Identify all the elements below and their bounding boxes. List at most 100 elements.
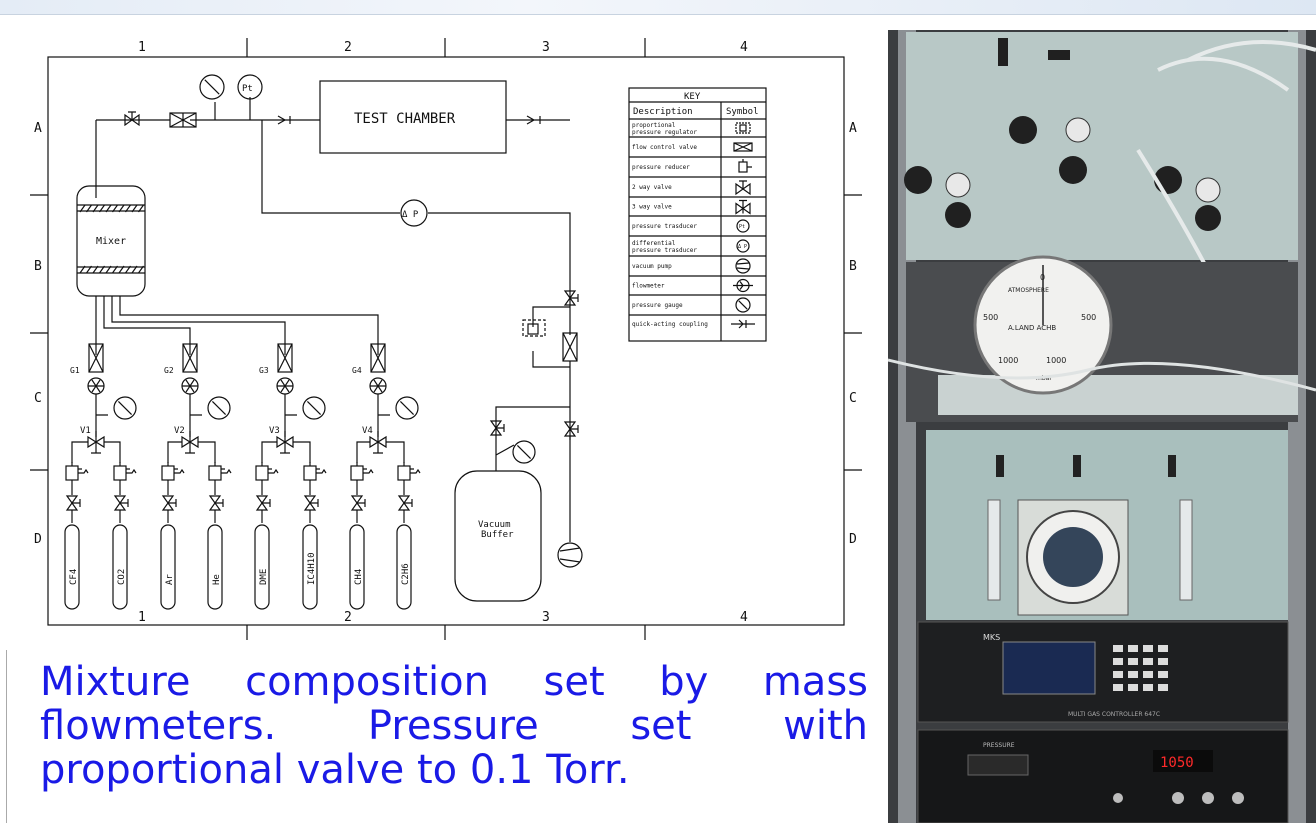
slide-top-bar (0, 0, 1316, 15)
manifold-line-3 (111, 296, 286, 355)
quick-coupling-icon (277, 115, 291, 125)
main-pressure-gauge-icon (199, 74, 225, 100)
mixer-hatch (125, 204, 131, 274)
row-label-right: B (849, 259, 857, 274)
test-chamber-outlet (506, 115, 570, 125)
key-pt-text: Pt (739, 224, 745, 230)
buffer-line (495, 435, 515, 471)
gas-bottle (349, 524, 365, 610)
key-reducer-stem (742, 159, 752, 168)
pressure-reducer-icon (208, 465, 222, 481)
row-label-right: D (849, 532, 857, 547)
column-label-bottom: 2 (344, 610, 352, 625)
bottle-label-he: He (212, 574, 222, 585)
column-label-bottom: 4 (740, 610, 748, 625)
gauge-label-2: G2 (164, 366, 174, 375)
key-regulator-inner (739, 124, 747, 132)
mks-controller (917, 621, 1289, 723)
gas-bottle (207, 524, 223, 610)
pressure-gauge-icon (735, 297, 751, 313)
valve-label-3: V3 (269, 426, 280, 436)
pressure-reducer-icon (255, 465, 269, 481)
flow-control-valve-icon (182, 343, 198, 373)
pressure-reducer-spring (71, 462, 89, 474)
flowmeter-mark (370, 379, 386, 393)
proportional-regulator-icon (522, 319, 546, 337)
test-chamber-box (319, 80, 507, 154)
bypass-line (261, 120, 571, 289)
regulator-panel (906, 32, 1298, 260)
pressure-readout-display: 1050 (1160, 755, 1194, 771)
flowmeter-mark (88, 379, 104, 393)
key-title: KEY (684, 92, 701, 102)
vacuum-pump-mark (559, 547, 581, 563)
bottle-label-c2h6: C2H6 (401, 563, 411, 585)
bottle-label-ch4: CH4 (354, 569, 364, 585)
gauge-needle (117, 400, 133, 416)
channel-pressure-gauge-icon (302, 396, 326, 420)
key-table-grid (629, 101, 766, 341)
differential-pressure-icon (400, 199, 428, 227)
test-chamber-label: TEST CHAMBER (354, 111, 456, 127)
gas-rack-photo: 0 ATMOSPHERE 500 500 A.LAND ACHB 1000 10… (888, 30, 1316, 823)
column-label-top: 4 (740, 40, 748, 55)
gauge-needle (516, 444, 532, 460)
valve-label-4: V4 (362, 426, 373, 436)
buffer-pressure-gauge-icon (512, 440, 536, 464)
pressure-reducer-icon (397, 465, 411, 481)
column-label-top: 1 (138, 40, 146, 55)
bottle-label-dme: DME (259, 569, 269, 585)
bottle-label-ic4h10: IC4H10 (307, 552, 317, 585)
flow-control-valve-cross (182, 343, 198, 373)
main-inlet-valve-icon (124, 111, 140, 127)
valve-label-1: V1 (80, 426, 91, 436)
dial-label-500-left: 500 (983, 313, 998, 322)
pressure-reducer-spring (261, 462, 279, 474)
channel-line (284, 394, 297, 442)
key-fcv-cross (733, 142, 753, 152)
key-pump-mark (736, 262, 750, 270)
flow-control-valve-cross (370, 343, 386, 373)
dial-label-1000-right: 1000 (1046, 356, 1066, 365)
channel-line (377, 394, 390, 442)
two-way-valve-icon (350, 495, 366, 511)
pressure-reducer-spring (309, 462, 327, 474)
buffer-feed-line (495, 406, 570, 435)
vacuum-buffer-label-1: Vacuum (478, 520, 511, 530)
two-way-valve-icon (735, 180, 751, 196)
channel-pressure-gauge-icon (395, 396, 419, 420)
row-label-left: A (34, 121, 42, 136)
key-row-description: flowmeter (632, 283, 665, 290)
valve-branch-line (261, 441, 311, 463)
mixer-hatch (86, 204, 92, 274)
key-row-description: differential (632, 240, 676, 247)
two-way-valve-icon (255, 495, 271, 511)
quick-coupling-icon (731, 319, 755, 329)
key-table (628, 87, 767, 342)
pressure-reducer-icon (350, 465, 364, 481)
key-header-symbol: Symbol (726, 107, 759, 117)
buffer-inlet-valve-icon (489, 420, 505, 436)
pressure-reducer-spring (167, 462, 185, 474)
two-way-valve-icon (397, 495, 413, 511)
key-row-description-cont: pressure regulator (632, 129, 697, 136)
pressure-reducer-icon (738, 161, 748, 173)
key-row-description: pressure reducer (632, 164, 690, 171)
flowmeter-mark (182, 379, 198, 393)
key-row-description: 3 way valve (632, 204, 672, 211)
column-label-top: 2 (344, 40, 352, 55)
pressure-reducer-spring (119, 462, 137, 474)
readout-unit-label: PRESSURE (983, 742, 1015, 749)
valve-branch-line (167, 441, 216, 463)
three-way-valve-icon (369, 431, 387, 454)
valve-branch-line (71, 441, 121, 463)
flow-control-valve-cross (88, 343, 104, 373)
gauge-needle (306, 400, 322, 416)
row-label-left: C (34, 391, 42, 406)
key-row-description: quick-acting coupling (632, 321, 708, 328)
pressure-reducer-icon (113, 465, 127, 481)
pressure-reducer-spring (356, 462, 374, 474)
drawing-frame (47, 56, 845, 626)
proportional-regulator-inner (527, 323, 539, 335)
